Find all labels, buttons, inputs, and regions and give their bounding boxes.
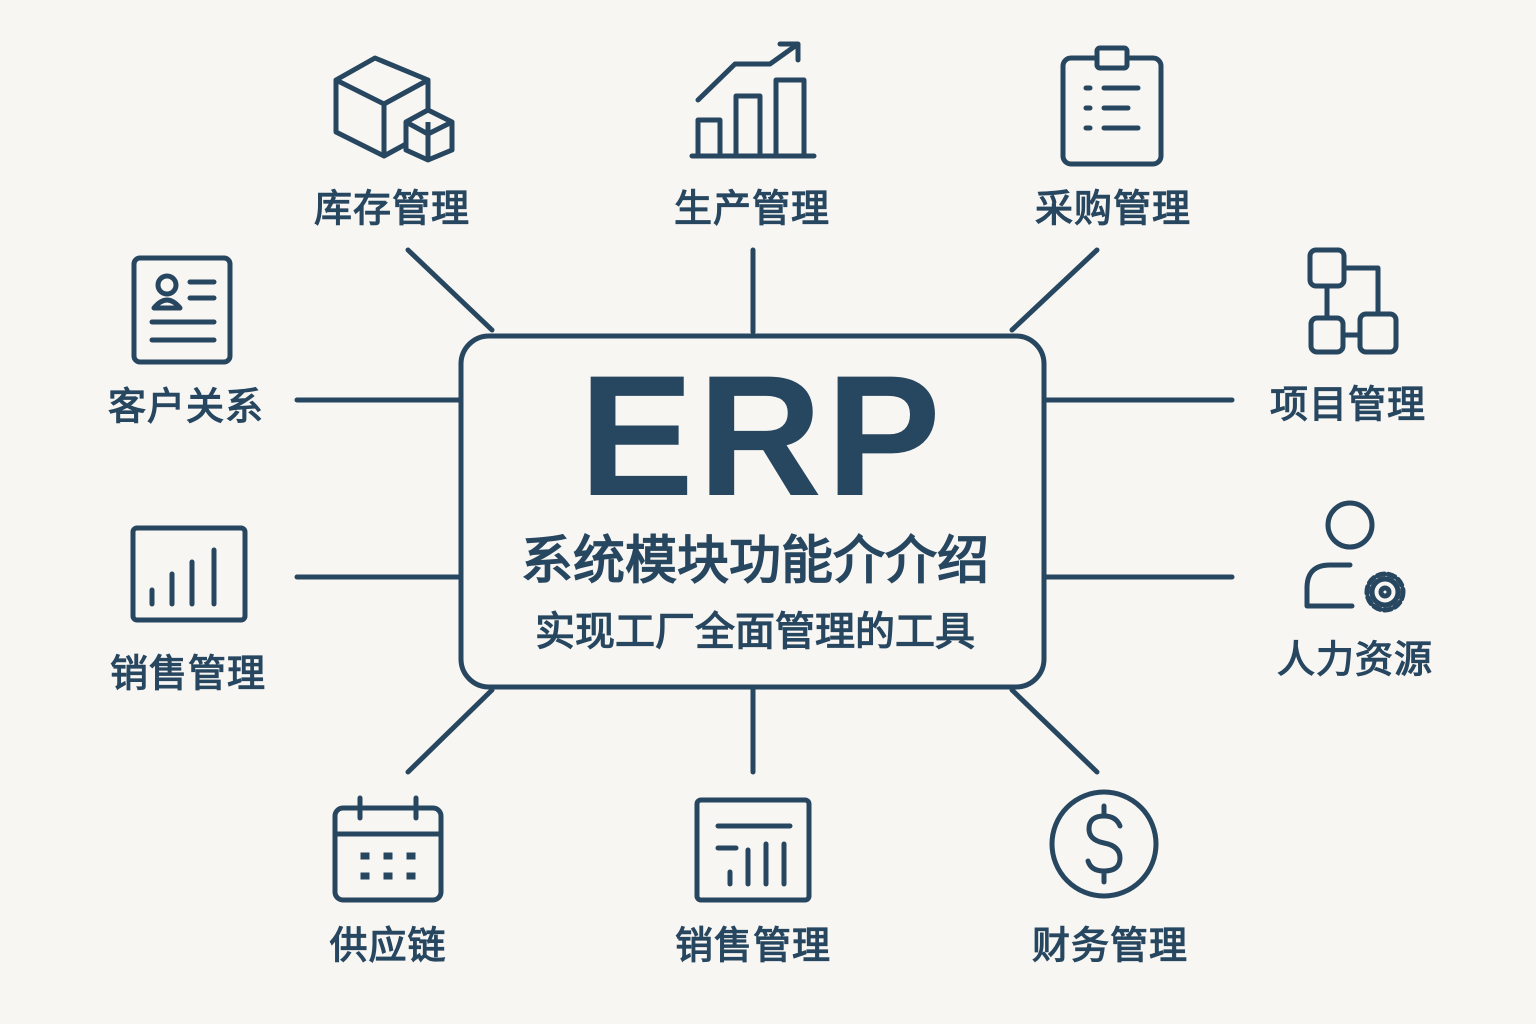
module-finance-label: 财务管理: [1031, 923, 1189, 968]
bar-chart-up-icon: [689, 41, 817, 159]
bar-chart-icon: [130, 525, 248, 623]
center-title: ERP: [579, 340, 945, 532]
contact-card-icon: [131, 255, 233, 365]
module-project-label: 项目管理: [1269, 382, 1427, 427]
module-sales-label: 销售管理: [109, 651, 267, 696]
center-tagline: 实现工厂全面管理的工具: [535, 609, 975, 655]
connector-lines: [294, 247, 1235, 775]
boxes-icon: [333, 55, 455, 163]
user-gear-icon: [1304, 500, 1406, 613]
module-purchasing-label: 采购管理: [1034, 186, 1192, 231]
calendar-icon: [332, 795, 444, 903]
module-crm-label: 客户关系: [107, 384, 265, 429]
center-subtitle: 系统模块功能介介绍: [520, 531, 990, 592]
module-inventory-label: 库存管理: [313, 186, 471, 231]
dollar-icon: [1049, 789, 1159, 899]
module-sales-2-label: 销售管理: [674, 923, 832, 968]
chart-panel-icon: [694, 797, 812, 903]
flowchart-icon: [1307, 247, 1399, 355]
center-box: [458, 333, 1047, 690]
clipboard-icon: [1060, 45, 1164, 167]
module-hr-label: 人力资源: [1276, 637, 1434, 682]
module-supply-chain-label: 供应链: [329, 923, 447, 968]
module-production-label: 生产管理: [673, 186, 831, 231]
